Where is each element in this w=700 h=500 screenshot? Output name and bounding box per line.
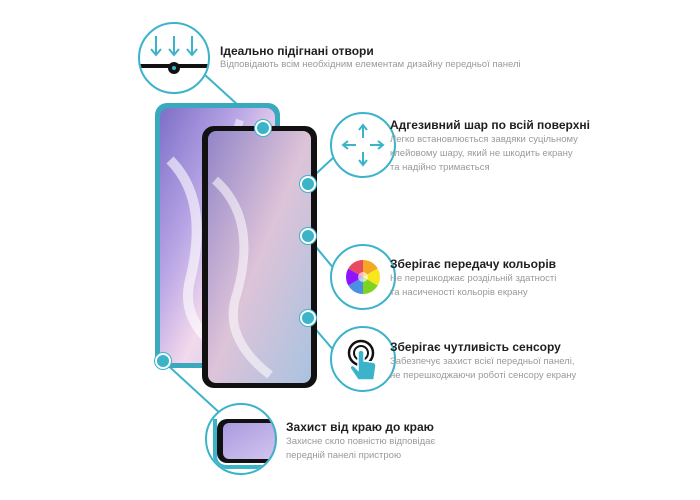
feature-adhesive-title: Адгезивний шар по всій поверхні xyxy=(390,118,590,132)
feature-touch-desc-2: не перешкоджаючи роботі сенсору екрану xyxy=(390,370,577,381)
connector-edge xyxy=(161,359,223,416)
feature-edge-desc-1: Захисне скло повністю відповідає xyxy=(286,436,436,447)
edge-marker-dot xyxy=(155,353,171,369)
feature-notch-title: Ідеально підігнані отвори xyxy=(220,44,374,58)
feature-touch-desc-1: Забезпечує захист всієї передньої панелі… xyxy=(390,356,575,367)
phone-illustration xyxy=(155,103,317,388)
feature-adhesive-desc-1: Легко встановлюється завдяки суцільному xyxy=(390,134,578,145)
edge-corner-icon xyxy=(213,419,275,469)
color-marker-dot xyxy=(300,228,316,244)
feature-touch-title: Зберігає чутливість сенсору xyxy=(390,340,561,354)
glass-screen xyxy=(208,131,311,383)
feature-adhesive-desc-3: та надійно тримається xyxy=(390,162,490,173)
feature-color-circle xyxy=(330,244,396,310)
feature-edge-desc-2: передній панелі пристрою xyxy=(286,450,402,461)
feature-adhesive-desc-2: клейовому шару, який не шкодить екрану xyxy=(390,148,573,159)
feature-color-desc-2: та насиченості кольорів екрану xyxy=(390,287,528,298)
feature-touch-circle xyxy=(330,326,396,392)
feature-edge-title: Захист від краю до краю xyxy=(286,420,434,434)
touch-marker-dot xyxy=(300,310,316,326)
color-wheel-icon xyxy=(346,260,380,294)
feature-edge-circle xyxy=(205,403,277,475)
feature-color-title: Зберігає передачу кольорів xyxy=(390,257,557,271)
touch-finger-icon xyxy=(347,339,377,381)
notch-marker-dot xyxy=(255,120,271,136)
feature-color-desc-1: Не перешкоджає роздільній здатності xyxy=(390,273,557,284)
feature-notch-circle xyxy=(138,22,210,94)
arrows-down-notch-icon xyxy=(140,36,208,74)
feature-adhesive-circle xyxy=(330,112,396,178)
adhesive-marker-dot xyxy=(300,176,316,192)
feature-notch-desc: Відповідають всім необхідним елементам д… xyxy=(220,59,521,70)
expand-arrows-icon xyxy=(341,123,385,167)
